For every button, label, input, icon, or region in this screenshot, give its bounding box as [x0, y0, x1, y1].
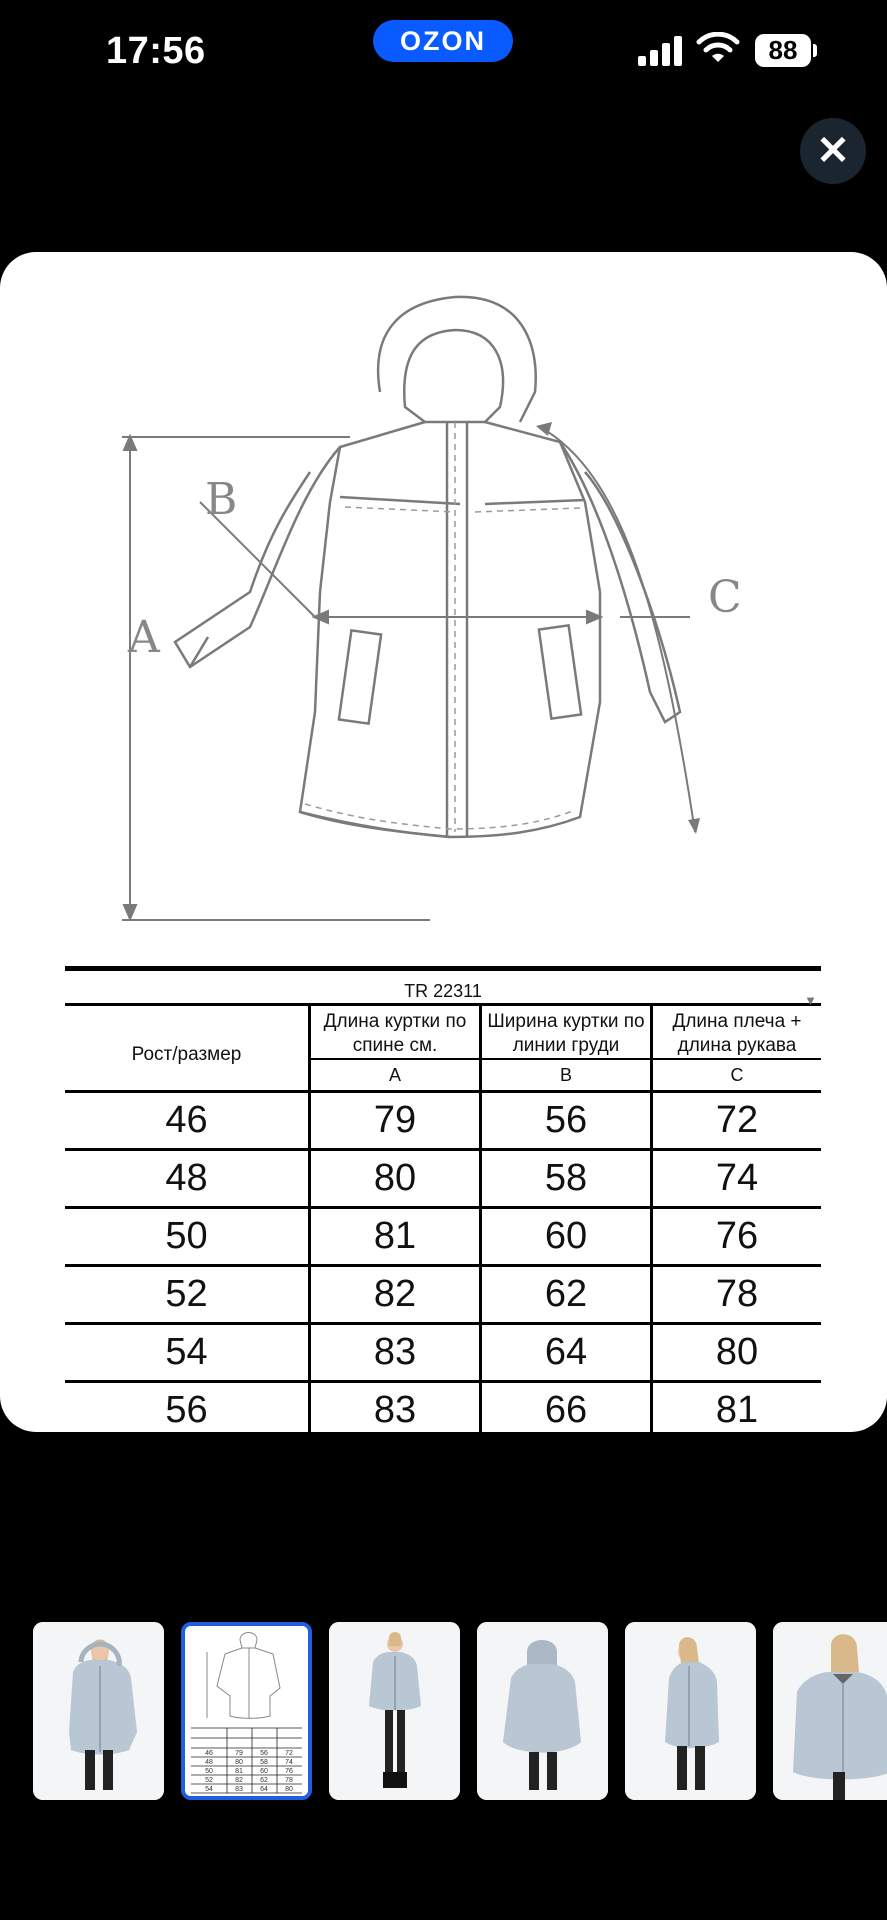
cell-c: 80 [650, 1325, 821, 1380]
svg-text:64: 64 [260, 1786, 268, 1793]
svg-text:60: 60 [260, 1768, 268, 1775]
cell-a: 83 [308, 1383, 479, 1432]
svg-text:80: 80 [235, 1759, 243, 1766]
svg-text:62: 62 [260, 1777, 268, 1784]
table-row: 54 83 64 80 [65, 1325, 821, 1383]
svg-text:46: 46 [205, 1750, 213, 1757]
cell-c: 74 [650, 1151, 821, 1206]
thumbnail-photo-full[interactable] [329, 1622, 460, 1800]
table-row: 56 83 66 81 [65, 1383, 821, 1432]
cell-size: 54 [165, 1331, 208, 1373]
svg-text:72: 72 [285, 1750, 293, 1757]
cell-a: 82 [308, 1267, 479, 1322]
status-time: 17:56 [106, 30, 206, 72]
svg-text:81: 81 [235, 1768, 243, 1775]
svg-text:83: 83 [235, 1786, 243, 1793]
header-b-name: Ширина куртки по линии груди [482, 1006, 650, 1060]
thumbnail-photo-front[interactable] [33, 1622, 164, 1800]
svg-text:74: 74 [285, 1759, 293, 1766]
header-col-b: Ширина куртки по линии груди B [479, 1006, 650, 1090]
svg-text:58: 58 [260, 1759, 268, 1766]
table-row: 50 81 60 76 [65, 1209, 821, 1267]
cell-size: 48 [165, 1157, 208, 1199]
dropdown-arrow-icon: ▼ [804, 993, 817, 1008]
table-title-text: TR 22311 [404, 981, 482, 1001]
thumbnail-size-chart[interactable]: 46 79 56 72 48 80 58 74 50 81 60 76 52 82 62 78 54 83… [181, 1622, 312, 1800]
cell-a: 79 [308, 1093, 479, 1148]
svg-text:48: 48 [205, 1759, 213, 1766]
cell-c: 78 [650, 1267, 821, 1322]
svg-text:56: 56 [260, 1750, 268, 1757]
header-col-c: Длина плеча + длина рукава C [650, 1006, 821, 1090]
svg-text:82: 82 [235, 1777, 243, 1784]
cell-a: 83 [308, 1325, 479, 1380]
cell-c: 72 [650, 1093, 821, 1148]
diagram-label-c: C [708, 572, 742, 623]
cell-size: 56 [165, 1389, 208, 1431]
diagram-label-a: A [128, 612, 160, 663]
wifi-icon [696, 31, 740, 71]
header-col-a: Длина куртки по спине см. A [308, 1006, 479, 1090]
table-row: 48 80 58 74 [65, 1151, 821, 1209]
header-a-name: Длина куртки по спине см. [311, 1006, 479, 1060]
product-image-viewer[interactable]: A B C TR 22311 ▼ Рост/размер Длина куртк… [0, 252, 887, 1432]
table-header-row: Рост/размер Длина куртки по спине см. A … [65, 1006, 821, 1093]
thumbnail-photo-closeup[interactable] [773, 1622, 887, 1800]
cell-size: 50 [165, 1215, 208, 1257]
table-row: 52 82 62 78 [65, 1267, 821, 1325]
header-c-name: Длина плеча + длина рукава [653, 1006, 821, 1060]
cellular-signal-icon [638, 36, 684, 71]
cell-size: 52 [165, 1273, 208, 1315]
svg-text:78: 78 [285, 1777, 293, 1784]
cell-a: 81 [308, 1209, 479, 1264]
header-size: Рост/размер [131, 1044, 242, 1065]
table-row: 46 79 56 72 [65, 1093, 821, 1151]
svg-text:52: 52 [205, 1777, 213, 1784]
header-b-code: B [559, 1064, 572, 1085]
header-a-code: A [388, 1064, 401, 1085]
thumbnail-photo-back[interactable] [477, 1622, 608, 1800]
cell-b: 56 [479, 1093, 650, 1148]
cell-c: 81 [650, 1383, 821, 1432]
header-c-code: C [730, 1064, 744, 1085]
cell-b: 62 [479, 1267, 650, 1322]
jacket-diagram [122, 295, 700, 922]
cell-b: 64 [479, 1325, 650, 1380]
cell-b: 60 [479, 1209, 650, 1264]
table-title: TR 22311 ▼ [65, 971, 821, 1008]
ozon-logo[interactable]: OZON [373, 20, 513, 62]
svg-text:79: 79 [235, 1750, 243, 1757]
size-table: TR 22311 ▼ Рост/размер Длина куртки по с… [65, 966, 821, 1432]
svg-text:80: 80 [285, 1786, 293, 1793]
cell-b: 66 [479, 1383, 650, 1432]
close-button[interactable]: ✕ [800, 118, 866, 184]
svg-text:50: 50 [205, 1768, 213, 1775]
cell-a: 80 [308, 1151, 479, 1206]
battery-tip [813, 44, 817, 57]
cell-b: 58 [479, 1151, 650, 1206]
thumbnail-strip[interactable]: 46 79 56 72 48 80 58 74 50 81 60 76 52 82 62 78 54 83… [33, 1622, 887, 1800]
thumbnail-photo-side[interactable] [625, 1622, 756, 1800]
svg-text:54: 54 [205, 1786, 213, 1793]
cell-c: 76 [650, 1209, 821, 1264]
diagram-label-b: B [205, 474, 238, 525]
svg-text:76: 76 [285, 1768, 293, 1775]
battery-indicator: 88 [755, 34, 811, 67]
cell-size: 46 [165, 1099, 208, 1141]
close-icon: ✕ [816, 129, 850, 173]
